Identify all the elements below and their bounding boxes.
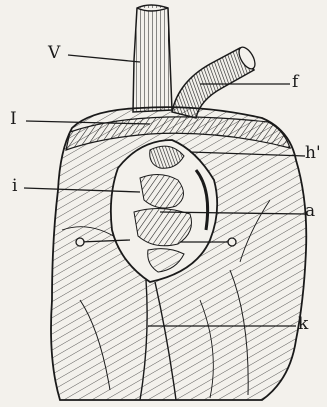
label-k: k bbox=[298, 316, 308, 333]
label-v: V bbox=[48, 45, 60, 62]
label-f: f bbox=[292, 74, 298, 91]
label-I: I bbox=[10, 111, 17, 128]
leader-v bbox=[68, 55, 140, 62]
label-i: i bbox=[12, 178, 17, 195]
label-h: h' bbox=[305, 145, 321, 162]
label-a: a bbox=[305, 203, 315, 220]
vessel-v bbox=[133, 5, 172, 112]
